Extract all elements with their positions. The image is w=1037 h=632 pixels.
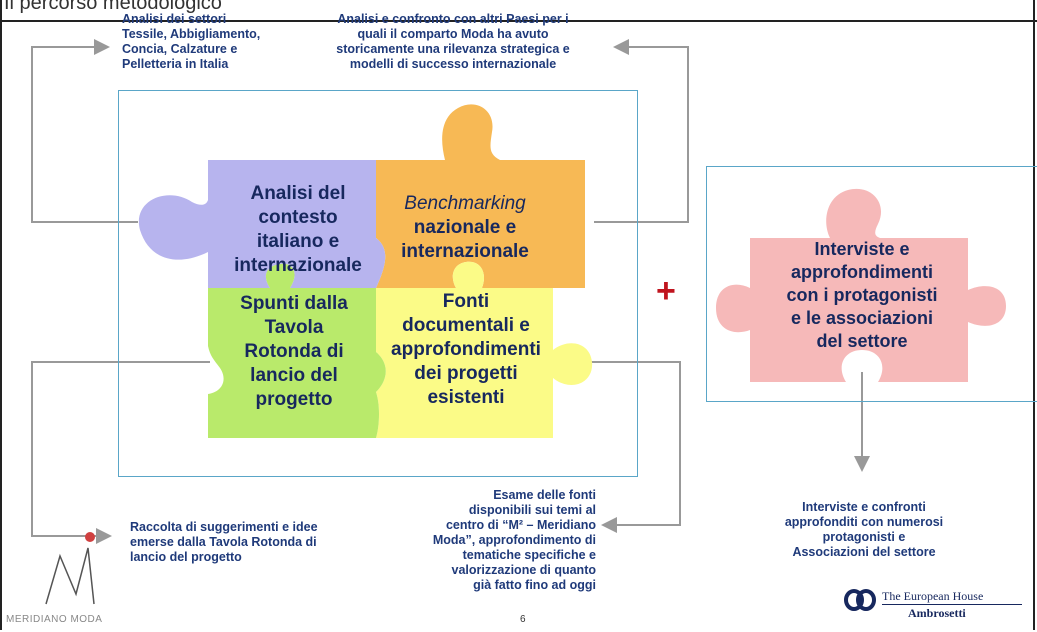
arrow-bottom-right bbox=[585, 361, 681, 533]
note-bottom-right: Interviste e confronti approfonditi con … bbox=[784, 500, 944, 559]
arrow-bottom-left bbox=[31, 361, 210, 544]
meridiano-moda-logo-text: MERIDIANO MODA bbox=[6, 614, 103, 625]
label-fonti: Fonti documentali e approfondimenti dei … bbox=[391, 291, 541, 408]
label-benchmarking: Benchmarking nazionale e internazionale bbox=[401, 193, 529, 262]
ambrosetti-rule bbox=[882, 604, 1022, 605]
side-puzzle-box bbox=[706, 166, 1037, 402]
puzzle-piece-pink bbox=[716, 188, 1006, 382]
page-title: Il percorso metodologico bbox=[4, 0, 222, 14]
note-bottom-center: Esame delle fonti disponibili sui temi a… bbox=[432, 488, 596, 592]
header-rule bbox=[0, 20, 1037, 22]
page-number: 6 bbox=[520, 614, 526, 625]
note-bottom-left: Raccolta di suggerimenti e idee emerse d… bbox=[130, 520, 318, 564]
main-puzzle-box bbox=[118, 90, 638, 477]
puzzle-piece-yellow bbox=[376, 261, 593, 438]
ambrosetti-logo-text: Ambrosetti bbox=[908, 606, 966, 620]
puzzle-piece-lavender bbox=[138, 160, 386, 288]
label-interviste: Interviste e approfondimenti con i prota… bbox=[786, 239, 938, 351]
european-house-logo-text: The European House bbox=[882, 589, 984, 603]
note-top-left: Analisi dei settori Tessile, Abbigliamen… bbox=[122, 12, 261, 71]
plus-sign: + bbox=[656, 272, 676, 310]
label-spunti: Spunti dalla Tavola Rotonda di lancio de… bbox=[240, 293, 348, 410]
arrow-top-left bbox=[31, 39, 138, 223]
arrow-top-right bbox=[594, 39, 689, 223]
label-contesto: Analisi del contesto italiano e internaz… bbox=[234, 183, 362, 276]
puzzle-piece-green bbox=[208, 263, 386, 438]
puzzle-piece-orange bbox=[376, 104, 585, 289]
note-top-right: Analisi e confronto con altri Paesi per … bbox=[336, 12, 570, 71]
